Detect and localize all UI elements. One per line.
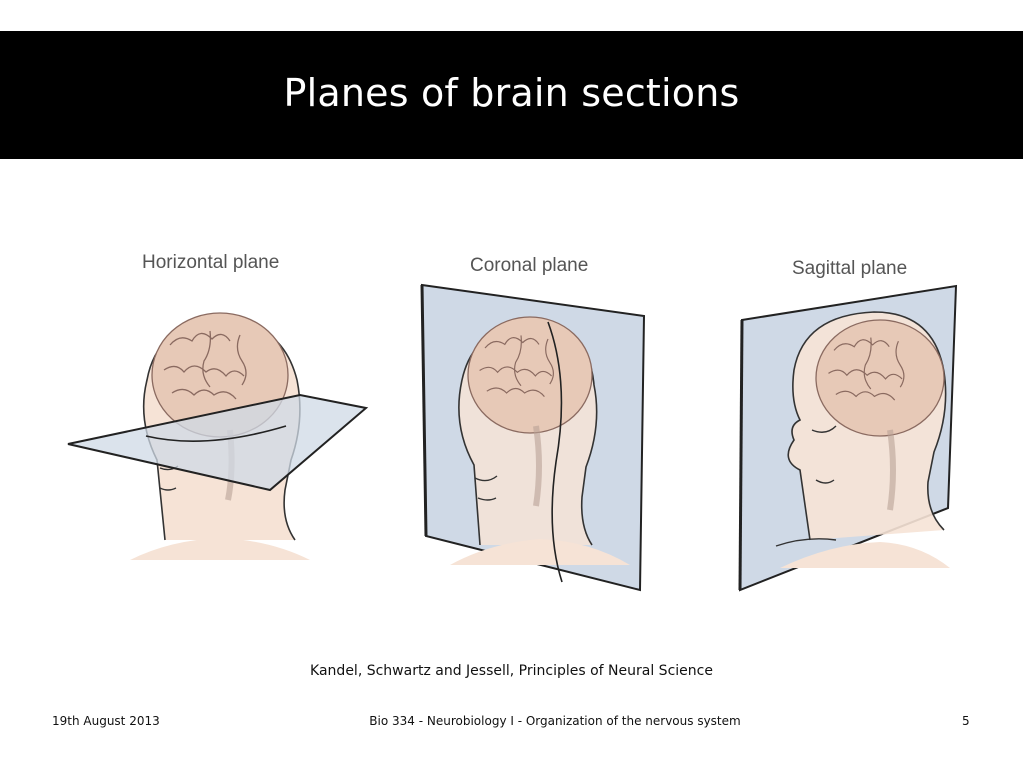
figure-caption: Kandel, Schwartz and Jessell, Principles…: [310, 663, 713, 679]
footer-page-number: 5: [962, 714, 970, 728]
footer-course: Bio 334 - Neurobiology I - Organization …: [369, 714, 741, 728]
label-sagittal-plane: Sagittal plane: [792, 258, 907, 279]
sagittal-plane-head: [775, 311, 950, 568]
brain-planes-figure: Horizontal plane Coronal plane Sagittal …: [60, 240, 970, 600]
label-coronal-plane: Coronal plane: [470, 255, 588, 276]
horizontal-plane-sheet: [67, 393, 369, 492]
label-horizontal-plane: Horizontal plane: [142, 252, 279, 273]
slide-title: Planes of brain sections: [283, 71, 740, 115]
brain-planes-illustration: Horizontal plane Coronal plane Sagittal …: [67, 252, 958, 592]
coronal-plane-head: [450, 316, 630, 583]
title-bar: Planes of brain sections: [0, 31, 1023, 159]
footer-date: 19th August 2013: [52, 714, 160, 728]
